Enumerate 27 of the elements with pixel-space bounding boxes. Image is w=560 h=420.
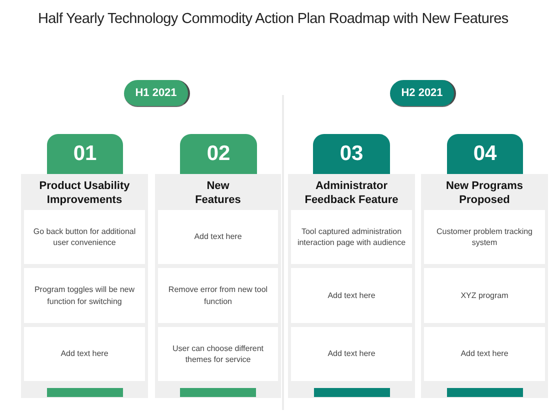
content-card: User can choose different themes for service: [158, 327, 278, 381]
content-card: Go back button for additional user convenience: [24, 210, 145, 264]
content-card: Add text here: [291, 268, 412, 323]
number-tab: 01: [47, 134, 123, 174]
content-card: Add text here: [24, 327, 145, 381]
column-heading: Product Usability Improvements: [38, 179, 131, 208]
column-heading: Administrator Feedback Feature: [304, 179, 400, 208]
column-heading: New Programs Proposed: [444, 179, 524, 208]
column-panel: [155, 174, 281, 398]
content-card: Add text here: [158, 210, 278, 264]
number-tab: 02: [180, 134, 257, 174]
content-card: Tool captured administration interaction page with audience: [291, 210, 412, 264]
content-card: Customer problem tracking system: [424, 210, 545, 264]
period-pill: H1 2021: [124, 80, 190, 107]
content-card: Program toggles will be new function for switching: [24, 268, 145, 323]
column-heading: New Features: [194, 179, 242, 208]
number-tab: 03: [313, 134, 390, 174]
content-card: Remove error from new tool function: [158, 268, 278, 323]
content-card: Add text here: [424, 327, 545, 381]
content-card: XYZ program: [424, 268, 545, 323]
column-panel: [21, 174, 148, 398]
content-card: Add text here: [291, 327, 412, 381]
period-pill: H2 2021: [390, 80, 456, 107]
number-tab: 04: [447, 134, 523, 174]
column-panel: [421, 174, 548, 398]
title: Half Yearly Technology Commodity Action Plan Roadmap with New Features: [38, 10, 508, 28]
column-panel: [288, 174, 415, 398]
